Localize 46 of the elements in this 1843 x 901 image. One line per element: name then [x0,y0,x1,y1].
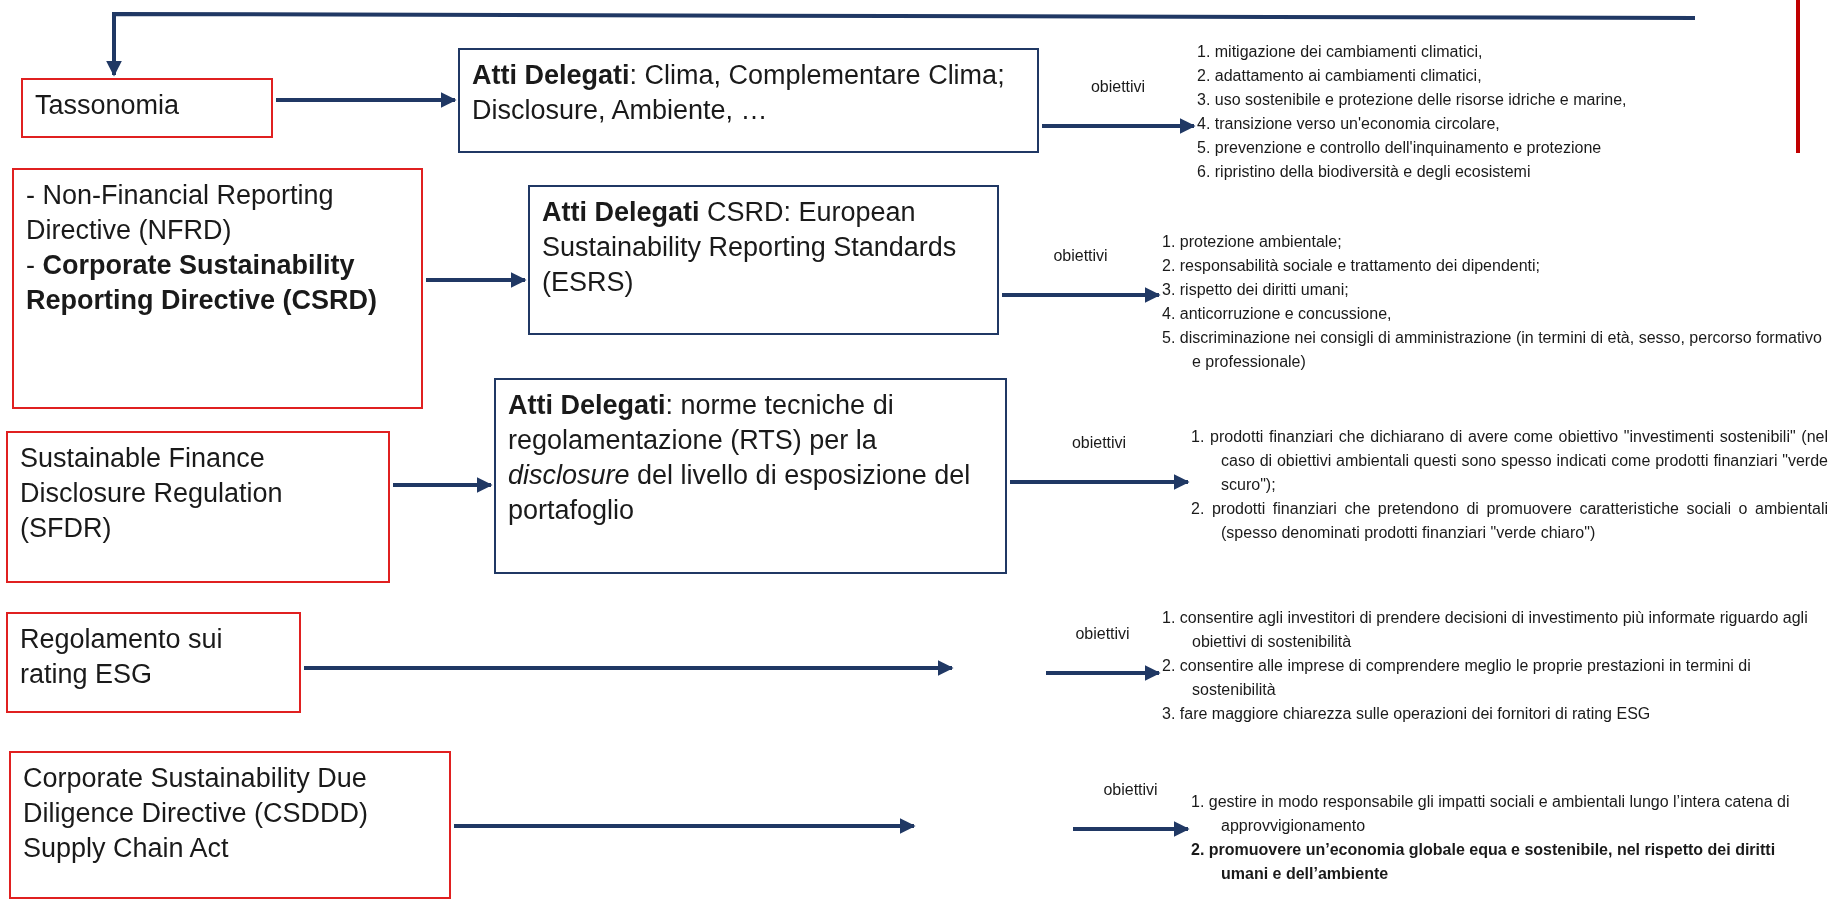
regulation-box [6,431,390,583]
regulation-box [6,612,301,713]
arrow [1073,821,1190,837]
list-item: 5. discriminazione nei consigli di amministrazione (in termini di età, sesso, percorso formativo e professionale) [1162,328,1822,372]
list-item: 3. uso sostenibile e protezione delle risorse idriche e marine, [1197,90,1628,110]
list-item: 1. mitigazione dei cambiamenti climatici, [1197,42,1484,62]
delegated-acts-box [528,185,999,335]
box-text: - Corporate Sustainability Reporting Directive (CSRD) [26,249,379,318]
box-text: Atti Delegati: norme tecniche di regolamentazione (RTS) per la disclosure del livello di esposizione del portafoglio [508,389,972,528]
arrow [426,272,527,288]
box-text: Sustainable Finance Disclosure Regulation (SFDR) [20,442,284,546]
list-item: 2. consentire alle imprese di comprendere meglio le proprie prestazioni in termini di sostenibilità [1162,656,1752,700]
arrow [304,660,954,676]
box-text: Atti Delegati: Clima, Complementare Clima; Disclosure, Ambiente, … [472,59,1006,128]
regulation-box [12,168,423,409]
list-item: 2. promuovere un’economia globale equa e sostenibile, nel rispetto dei diritti umani e dell’ambiente [1191,840,1777,884]
list-item: 1. gestire in modo responsabile gli impatti sociali e ambientali lungo l’intera catena di approvvigionamento [1191,792,1791,836]
list-item: 4. anticorruzione e concussione, [1162,304,1393,324]
arrow [276,92,457,108]
delegated-acts-box [458,48,1039,153]
list-item: 3. rispetto dei diritti umani; [1162,280,1350,300]
arrow [1046,665,1161,681]
list-item: 3. fare maggiore chiarezza sulle operazioni dei fornitori di rating ESG [1162,704,1652,724]
box-text: Atti Delegati CSRD: European Sustainability Reporting Standards (ESRS) [542,196,958,300]
arrow [1042,118,1196,134]
arrow [1002,287,1161,303]
arrow [393,477,493,493]
arrow [106,12,1695,77]
list-item: 2. prodotti finanziari che pretendono di promuovere caratteristiche sociali o ambientali (spesso denominati prodotti finanziari "verde chiaro") [1191,499,1828,543]
delegated-acts-box [494,378,1007,574]
box-text: Regolamento sui rating ESG [20,623,224,692]
list-item: 1. consentire agli investitori di prendere decisioni di investimento più informate riguardo agli obiettivi di sostenibilità [1162,608,1809,652]
list-item: 6. ripristino della biodiversità e degli ecosistemi [1197,162,1532,182]
regulation-box [21,78,273,138]
box-text: Corporate Sustainability Due Diligence Directive (CSDDD) Supply Chain Act [23,762,370,866]
list-item: 2. responsabilità sociale e trattamento dei dipendenti; [1162,256,1541,276]
list-item: 2. adattamento ai cambiamenti climatici, [1197,66,1483,86]
list-item: 1. prodotti finanziari che dichiarano di avere come obiettivo "investimenti sostenibili" (nel caso di obiettivi ambientali questi sono spesso indicati come prodotti finanziari "verde scuro"); [1191,427,1828,495]
list-item: 4. transizione verso un'economia circolare, [1197,114,1501,134]
list-item: 1. protezione ambientale; [1162,232,1343,252]
box-text: - Non-Financial Reporting Directive (NFRD) [26,179,335,248]
box-text: Tassonomia [35,89,181,122]
arrow [1010,474,1190,490]
list-item: 5. prevenzione e controllo dell'inquinamento e protezione [1197,138,1603,158]
regulation-box [9,751,451,899]
arrow [454,818,916,834]
